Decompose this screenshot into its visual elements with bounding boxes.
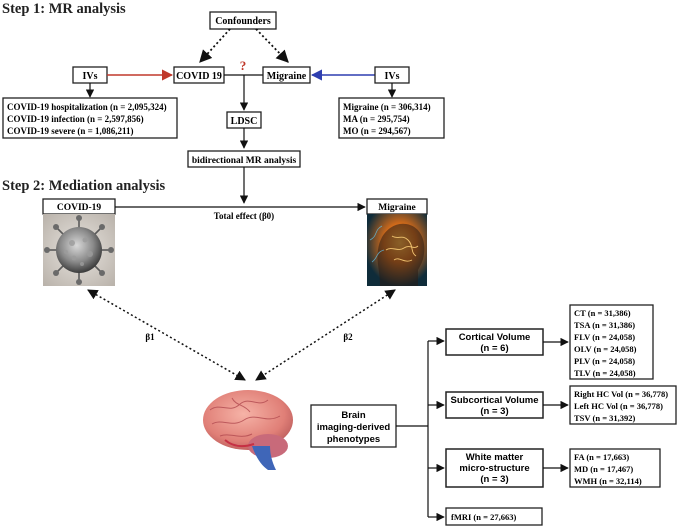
migraine-outcome-list-box [338, 97, 445, 139]
migraine-outcome-item: MA (n = 295,754) [343, 114, 410, 124]
subcortical-list-item: Right HC Vol (n = 36,778) [574, 389, 668, 399]
white-matter-list-box [569, 448, 661, 488]
migraine-outcome-item: MO (n = 294,567) [343, 126, 411, 136]
white-matter-box [445, 448, 544, 488]
covid-exposure-item: COVID-19 severe (n = 1,086,211) [7, 126, 133, 136]
confounder-to-covid-arrow [199, 28, 231, 63]
ldsc-label: LDSC [231, 116, 258, 127]
cortical-list-item: TSA (n = 31,386) [574, 320, 635, 330]
covid19-label: COVID-19 [57, 203, 102, 213]
brain-illustration [203, 390, 293, 470]
subcortical-list-item: Left HC Vol (n = 36,778) [574, 401, 663, 411]
virus-illustration [43, 214, 115, 286]
total-effect-label: Total effect (β0) [214, 211, 274, 221]
step2-title: Step 2: Mediation analysis [2, 178, 165, 194]
covid-exposure-list-box [2, 97, 178, 139]
cortical-volume-count: (n = 6) [480, 343, 508, 354]
confounder-to-migraine-arrow [255, 28, 289, 63]
cortical-list-item: OLV (n = 24,058) [574, 344, 637, 354]
fmri-box [445, 507, 543, 526]
subcortical-list-item: TSV (n = 31,392) [574, 413, 636, 423]
subcortical-volume-title: Subcortical Volume [451, 395, 539, 406]
confounders-label: Confounders [215, 16, 271, 27]
cortical-volume-title: Cortical Volume [459, 332, 531, 343]
subcortical-list-box [569, 385, 677, 425]
migraine-box [262, 66, 311, 84]
white-matter-list-item: WMH (n = 32,114) [574, 476, 642, 486]
white-matter-title: White matter [466, 452, 524, 463]
white-matter-list-item: MD (n = 17,467) [574, 464, 633, 474]
migraine-label: Migraine [267, 71, 307, 82]
cortical-list-item: CT (n = 31,386) [574, 308, 631, 318]
cortical-volume-box [445, 328, 544, 356]
beta1-label: β1 [145, 332, 155, 342]
white-matter-count: (n = 3) [480, 474, 508, 485]
ivs-right-label: IVs [384, 71, 399, 82]
white-matter-list-item: FA (n = 17,663) [574, 452, 629, 462]
migraine-outcome-item: Migraine (n = 306,314) [343, 102, 431, 112]
migraine-head-illustration [367, 214, 427, 286]
step1-title: Step 1: MR analysis [2, 1, 126, 17]
white-matter-subtitle: micro-structure [459, 463, 529, 474]
confounders-box [209, 11, 277, 30]
migraine2-label: Migraine [378, 203, 415, 213]
brain-idp-line3: phenotypes [327, 434, 380, 445]
covid-exposure-item: COVID-19 hospitalization (n = 2,095,324) [7, 102, 167, 112]
brain-idp-box [310, 404, 397, 448]
cortical-list-box [569, 304, 654, 380]
beta2-arrow [255, 289, 396, 381]
cortical-list-item: PLV (n = 24,058) [574, 356, 635, 366]
covid-label: COVID 19 [176, 71, 222, 82]
beta1-arrow [87, 289, 246, 381]
ivs-left-label: IVs [82, 71, 97, 82]
covid-exposure-item: COVID-19 infection (n = 2,597,856) [7, 114, 144, 124]
cortical-list-item: FLV (n = 24,058) [574, 332, 635, 342]
question-mark: ? [240, 58, 247, 73]
beta2-label: β2 [343, 332, 353, 342]
brain-idp-line2: imaging-derived [317, 422, 391, 433]
fmri-label: fMRI (n = 27,663) [451, 512, 516, 522]
subcortical-volume-count: (n = 3) [480, 406, 508, 417]
subcortical-volume-box [445, 391, 544, 419]
cortical-list-item: TLV (n = 24,058) [574, 368, 636, 378]
brain-idp-line1: Brain [341, 410, 365, 421]
bidirectional-mr-label: bidirectional MR analysis [192, 156, 297, 166]
